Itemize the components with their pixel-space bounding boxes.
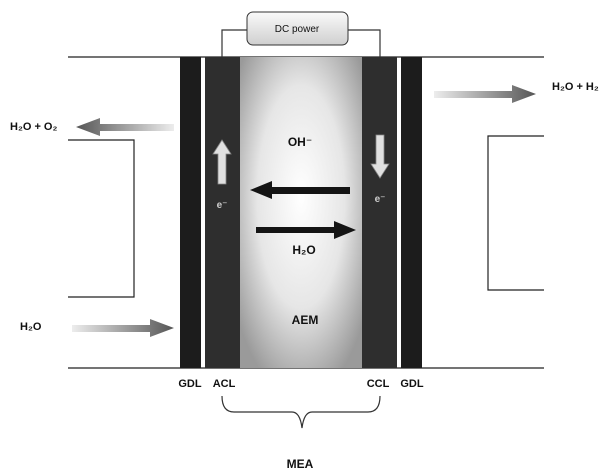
cathode-outlet-arrow	[434, 85, 536, 103]
gdl-left-layer	[180, 57, 201, 368]
hydroxide-left-arrow	[250, 181, 350, 199]
power-wire-left	[221, 29, 247, 57]
hydroxide-label: OH⁻	[288, 135, 312, 149]
acl-layer	[205, 57, 240, 368]
anode-electron-up-arrow	[212, 139, 232, 185]
dc-power-box	[246, 11, 349, 46]
mea-label: MEA	[287, 457, 314, 471]
ccl-layer	[362, 57, 397, 368]
power-wire-right	[348, 29, 381, 57]
aem-label: AEM	[292, 313, 319, 327]
aem-membrane	[240, 57, 362, 368]
membrane-water-label: H₂O	[292, 243, 315, 257]
anode-outlet-label: H₂O + O₂	[10, 121, 57, 133]
gdl-right-label: GDL	[400, 378, 424, 390]
anode-channel-outline	[68, 139, 135, 298]
anode-inlet-label: H₂O	[20, 321, 42, 333]
cathode-electron-down-arrow	[370, 134, 390, 179]
anode-outlet-arrow	[76, 118, 174, 136]
cathode-channel-outline	[487, 135, 544, 291]
cathode-electron-label: e⁻	[375, 194, 386, 205]
acl-label: ACL	[213, 378, 236, 390]
cathode-outlet-label: H₂O + H₂	[552, 81, 599, 93]
anode-electron-label: e⁻	[217, 200, 228, 211]
ccl-label: CCL	[367, 378, 390, 390]
gdl-left-label: GDL	[178, 378, 202, 390]
water-right-arrow	[256, 221, 356, 239]
anode-inlet-arrow	[72, 319, 174, 337]
dc-power-label: DC power	[275, 24, 320, 35]
mea-brace	[221, 395, 381, 429]
gdl-right-layer	[401, 57, 422, 368]
